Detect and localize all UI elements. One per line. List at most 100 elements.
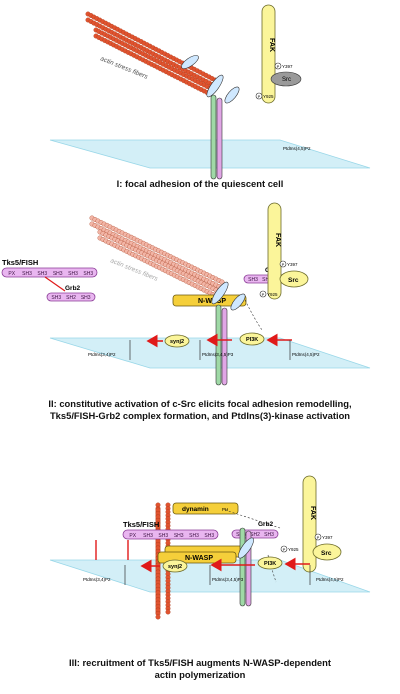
actin-bead [155, 614, 161, 620]
domain-label: SH3 [53, 271, 63, 277]
tks5-domains-2: PX SH3 SH3 SH3 SH3 SH3 [8, 271, 93, 277]
domain-label: SH3 [83, 271, 93, 277]
domain-label: SH2 [262, 277, 272, 283]
caption-2-line1: II: constitutive activation of c-Src eli… [48, 398, 352, 409]
grb2-left-title-2: Grb2 [65, 285, 81, 292]
src-label-3: Src [321, 550, 332, 557]
pi3k-2 [239, 332, 265, 346]
integrin-green-2 [215, 304, 222, 386]
y397-1: Y397 [282, 64, 293, 69]
domain-label: SH3 [158, 533, 168, 539]
fak-3 [302, 475, 317, 573]
dynamin-3 [172, 502, 239, 515]
nwasp-2 [172, 294, 247, 307]
src-label-1: Src [282, 77, 291, 83]
pip-right-2: PtdIns(4,5)P2 [292, 352, 320, 357]
p-y397-label-1: P [277, 64, 280, 69]
paxillin-1 [224, 86, 240, 104]
src-label-2: Src [288, 277, 299, 284]
paxillin-2 [230, 293, 246, 311]
caption-2-line2: Tks5/FISH-Grb2 complex formation, and Pt… [49, 410, 351, 421]
p-y925-3 [280, 545, 288, 553]
p-y925-label-1: P [258, 94, 261, 99]
fak-label-3: FAK [309, 506, 316, 520]
dynamin-label-3: dynamin [182, 506, 209, 513]
y925-3: Y925 [288, 547, 299, 552]
caption-1-text: I: focal adhesion of the quiescent cell [116, 178, 284, 189]
synj2-label-3: synj2 [168, 564, 182, 570]
src-1 [270, 71, 302, 87]
pip-left-2: PtdIns(3,4)P2 [88, 352, 116, 357]
synj2-2 [164, 334, 190, 348]
dashed-link-3b [267, 554, 277, 583]
p-y925-label-2: P [262, 292, 265, 297]
grb2-left-bar-2 [46, 292, 96, 302]
fak-1 [261, 4, 276, 104]
domain-label: SH3 [248, 277, 258, 283]
actin-bead [165, 609, 171, 615]
p-y397-1 [274, 62, 282, 70]
pip-right-3: PtdIns(4,5)P2 [316, 577, 344, 582]
actin-fibers-2 [89, 215, 225, 299]
synj2-3 [162, 559, 188, 573]
domain-label: SH2 [66, 295, 76, 301]
domain-label: SH3 [189, 533, 199, 539]
caption-2: II: constitutive activation of c-Src eli… [0, 398, 400, 422]
panel-1: actin stress fibers FAK P Y397 Src P Y92… [49, 4, 371, 180]
p-y397-2 [279, 260, 287, 268]
domain-label: SH3 [68, 271, 78, 277]
talin-2 [211, 281, 229, 305]
domain-label: SH3 [22, 271, 32, 277]
tks5-bar-3 [122, 529, 219, 540]
domain-label: SH3 [204, 533, 214, 539]
domain-label: SH3 [174, 533, 184, 539]
tks5-domains-3: PX SH3 SH3 SH3 SH3 SH3 [129, 533, 214, 539]
src-2 [279, 270, 309, 288]
pip-left-3: PtdIns(3,4)P2 [83, 577, 111, 582]
domain-label: SH3 [81, 295, 91, 301]
src-3 [312, 543, 342, 561]
pip2-1: PtdIns(4,5)P2 [283, 146, 311, 151]
actin-label-2: actin stress fibers [109, 257, 159, 283]
actin-fibers-1 [85, 11, 218, 97]
tks5-title-2: Tks5/FISH [2, 258, 38, 267]
synj2-label-2: synj2 [170, 339, 184, 345]
pi3k-label-3: PI3K [264, 561, 276, 567]
lipids-3 [124, 565, 311, 585]
y397-2: Y397 [287, 262, 298, 267]
integrin-pink-2 [221, 307, 228, 386]
caption-1: I: focal adhesion of the quiescent cell [0, 178, 400, 190]
y925-2: Y925 [267, 292, 278, 297]
fak-label-1: FAK [268, 38, 275, 52]
grb2-title-3: Grb2 [258, 521, 274, 528]
pi3k-label-2: PI3K [246, 337, 258, 343]
domain-label: PX [129, 533, 136, 539]
integrin-green-3 [239, 527, 246, 607]
caption-3: III: recruitment of Tks5/FISH augments N… [0, 657, 400, 681]
domain-label: SH3 [143, 533, 153, 539]
fak-2 [267, 202, 282, 300]
membrane-1 [49, 139, 371, 169]
talin-3 [238, 537, 254, 559]
caption-3-line1: III: recruitment of Tks5/FISH augments N… [68, 657, 331, 668]
dashed-link-3a [224, 509, 281, 529]
lipids-2 [129, 340, 291, 360]
nwasp-label-3: N-WASP [185, 555, 213, 562]
p-y397-label-2: P [282, 262, 285, 267]
p-y397-label-3: P [317, 535, 320, 540]
p-y397-3 [314, 533, 322, 541]
p-y925-label-3: P [283, 547, 286, 552]
y925-1: Y925 [263, 94, 274, 99]
domain-label: SH3 [37, 271, 47, 277]
tks5-bar-2 [1, 267, 98, 278]
pi3k-3 [257, 556, 283, 570]
integrin-1 [210, 94, 223, 180]
domain-label: PX [8, 271, 15, 277]
pip3-3: PtdIns(3,4,5)P3 [212, 577, 244, 582]
pip3-2: PtdIns(3,4,5)P3 [202, 352, 234, 357]
p-y925-2 [259, 290, 267, 298]
